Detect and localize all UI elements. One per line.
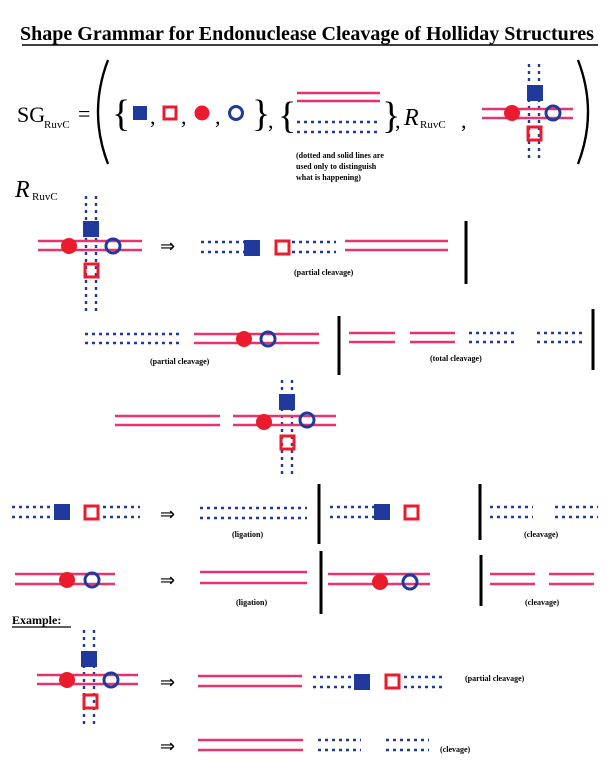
open-red-square-icon — [162, 105, 178, 121]
filled-blue-square-icon — [374, 504, 390, 520]
filled-red-circle-icon — [194, 105, 210, 121]
sg-label: SG — [17, 102, 45, 127]
filled-blue-square-icon — [83, 221, 99, 237]
equals-sign: = — [78, 101, 90, 126]
rule-2-right — [349, 331, 582, 344]
open-red-square-icon — [403, 504, 420, 521]
rule-arrow: ⇒ — [160, 570, 175, 591]
open-blue-circle-icon — [544, 104, 562, 122]
rule-1-result — [201, 239, 448, 256]
filled-red-circle-icon — [236, 331, 252, 347]
open-blue-circle-icon — [401, 573, 419, 591]
filled-blue-square-icon — [527, 85, 543, 101]
open-red-square-icon — [83, 262, 100, 279]
rule-arrow: ⇒ — [160, 236, 175, 257]
svg-text:,: , — [181, 104, 187, 129]
rules-heading-subscript: RuvC — [32, 191, 58, 203]
note-line-2: used only to distinguish — [296, 162, 377, 171]
filled-blue-square-icon — [54, 504, 70, 520]
rule-3 — [115, 380, 336, 474]
caption-ligation-1: (ligation) — [232, 530, 263, 539]
caption-partial-cleavage-1: (partial cleavage) — [294, 268, 354, 277]
example-step-2 — [198, 738, 429, 752]
caption-clevage: (clevage) — [440, 745, 471, 754]
open-red-square-icon — [279, 434, 296, 451]
rule-2-left — [85, 330, 319, 348]
filled-blue-square-icon — [244, 240, 260, 256]
rule-4-right — [330, 504, 420, 521]
page-title: Shape Grammar for Endonuclease Cleavage … — [20, 23, 594, 45]
grammar-definition: SG RuvC = { } , , , , { } , (dotted and … — [17, 59, 590, 182]
filled-blue-square-icon — [279, 394, 295, 410]
filled-blue-square-icon — [133, 106, 147, 120]
sg-subscript: RuvC — [44, 119, 70, 131]
caption-cleavage-1: (cleavage) — [524, 530, 559, 539]
svg-text:,: , — [268, 108, 274, 133]
filled-red-circle-icon — [504, 105, 520, 121]
open-blue-circle-icon — [298, 411, 316, 429]
open-blue-circle-icon — [228, 105, 244, 121]
left-brace: { — [112, 93, 130, 135]
right-paren — [576, 59, 590, 165]
left-paren — [96, 59, 110, 165]
rule-5-mid — [200, 570, 307, 585]
filled-red-circle-icon — [59, 672, 75, 688]
open-blue-circle-icon — [259, 330, 277, 348]
filled-red-circle-icon — [256, 414, 272, 430]
open-blue-circle-icon — [83, 571, 101, 589]
filled-red-circle-icon — [372, 574, 388, 590]
caption-partial-cleavage-2: (partial cleavage) — [150, 357, 210, 366]
left-brace-lines: { — [278, 95, 296, 137]
example-junction — [37, 630, 138, 726]
filled-red-circle-icon — [59, 572, 75, 588]
svg-text:,: , — [215, 104, 221, 129]
open-red-square-icon — [83, 504, 100, 521]
caption-ligation-2: (ligation) — [236, 598, 267, 607]
caption-cleavage-2: (cleavage) — [525, 598, 560, 607]
rules-heading-letter: R — [14, 177, 30, 203]
holliday-junction-def — [482, 64, 573, 162]
rule-1-junction — [38, 196, 142, 312]
right-brace: } — [252, 93, 270, 135]
rule-4-mid — [200, 506, 307, 520]
rule-5-left — [15, 571, 115, 589]
right-brace-lines: } — [382, 95, 400, 137]
open-red-square-icon — [384, 673, 401, 690]
open-blue-circle-icon — [102, 671, 120, 689]
caption-total-cleavage: (total cleavage) — [430, 354, 482, 363]
svg-text:,: , — [150, 104, 156, 129]
example-step-1 — [198, 673, 445, 690]
filled-blue-square-icon — [81, 651, 97, 667]
rule-5-right — [328, 572, 430, 591]
rule-arrow: ⇒ — [160, 672, 175, 693]
filled-red-circle-icon — [61, 238, 77, 254]
svg-text:,: , — [395, 108, 401, 133]
note-line-1: (dotted and solid lines are — [296, 151, 384, 160]
example-heading: Example: — [12, 613, 61, 627]
filled-blue-square-icon — [354, 674, 370, 690]
rule-4-cleaved — [490, 505, 598, 519]
open-red-square-icon — [274, 239, 291, 256]
open-red-square-icon — [526, 125, 543, 142]
svg-text:,: , — [461, 108, 467, 133]
rule-set-label: R — [403, 105, 419, 131]
note-line-3: what is happening) — [296, 173, 361, 182]
rule-set-subscript: RuvC — [420, 119, 446, 131]
open-blue-circle-icon — [104, 237, 122, 255]
rule-arrow: ⇒ — [160, 504, 175, 525]
open-red-square-icon — [82, 693, 99, 710]
rule-4-left — [12, 504, 140, 521]
rule-5-cleaved — [490, 572, 594, 586]
caption-partial-cleavage-3: (partial cleavage) — [465, 674, 525, 683]
rule-arrow: ⇒ — [160, 736, 175, 757]
